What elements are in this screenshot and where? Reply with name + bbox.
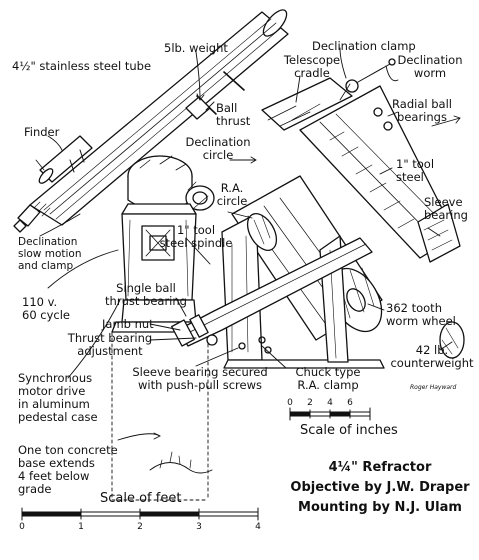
concrete-base (111, 331, 213, 501)
scale-feet-tick: 2 (137, 522, 143, 532)
label-declination-clamp: Declination clamp (312, 39, 416, 53)
caption-objective: Objective by J.W. Draper (290, 480, 470, 495)
declination-housing (127, 155, 215, 212)
scale-feet-bar (21, 507, 259, 521)
caption-title: 4¼" Refractor (328, 460, 432, 475)
scale-feet-title: Scale of feet (100, 491, 182, 506)
scale-inches-tick: 4 (327, 398, 333, 408)
scale-inches-tick: 6 (347, 398, 353, 408)
label-counterweight: 42 lb.counterweight (390, 343, 474, 370)
scale-feet-tick: 0 (19, 522, 25, 532)
scale-inches-title: Scale of inches (300, 423, 398, 438)
telescope-tube (13, 9, 289, 233)
scale-inches-tick: 0 (287, 398, 293, 408)
scale-feet-tick: 4 (255, 522, 261, 532)
label-stainless-tube: 4½" stainless steel tube (12, 59, 152, 73)
finder-scope (35, 135, 93, 184)
label-jamb-nut: Jamb nut (102, 317, 154, 331)
scale-inches-bar (289, 407, 371, 421)
label-ra-circle: R.A.circle (216, 181, 248, 208)
label-5lb-weight: 5lb. weight (164, 41, 228, 55)
label-finder: Finder (24, 125, 60, 139)
leader-lines (39, 47, 461, 441)
cutaway-mount (171, 58, 465, 369)
caption-mounting: Mounting by N.J. Ulam (298, 500, 462, 515)
label-signature: Roger Hayward (410, 384, 457, 391)
scale-feet-tick: 1 (78, 522, 84, 532)
scale-feet-tick: 3 (196, 522, 202, 532)
label-power: 110 v.60 cycle (22, 295, 71, 322)
scale-inches-tick: 2 (307, 398, 313, 408)
